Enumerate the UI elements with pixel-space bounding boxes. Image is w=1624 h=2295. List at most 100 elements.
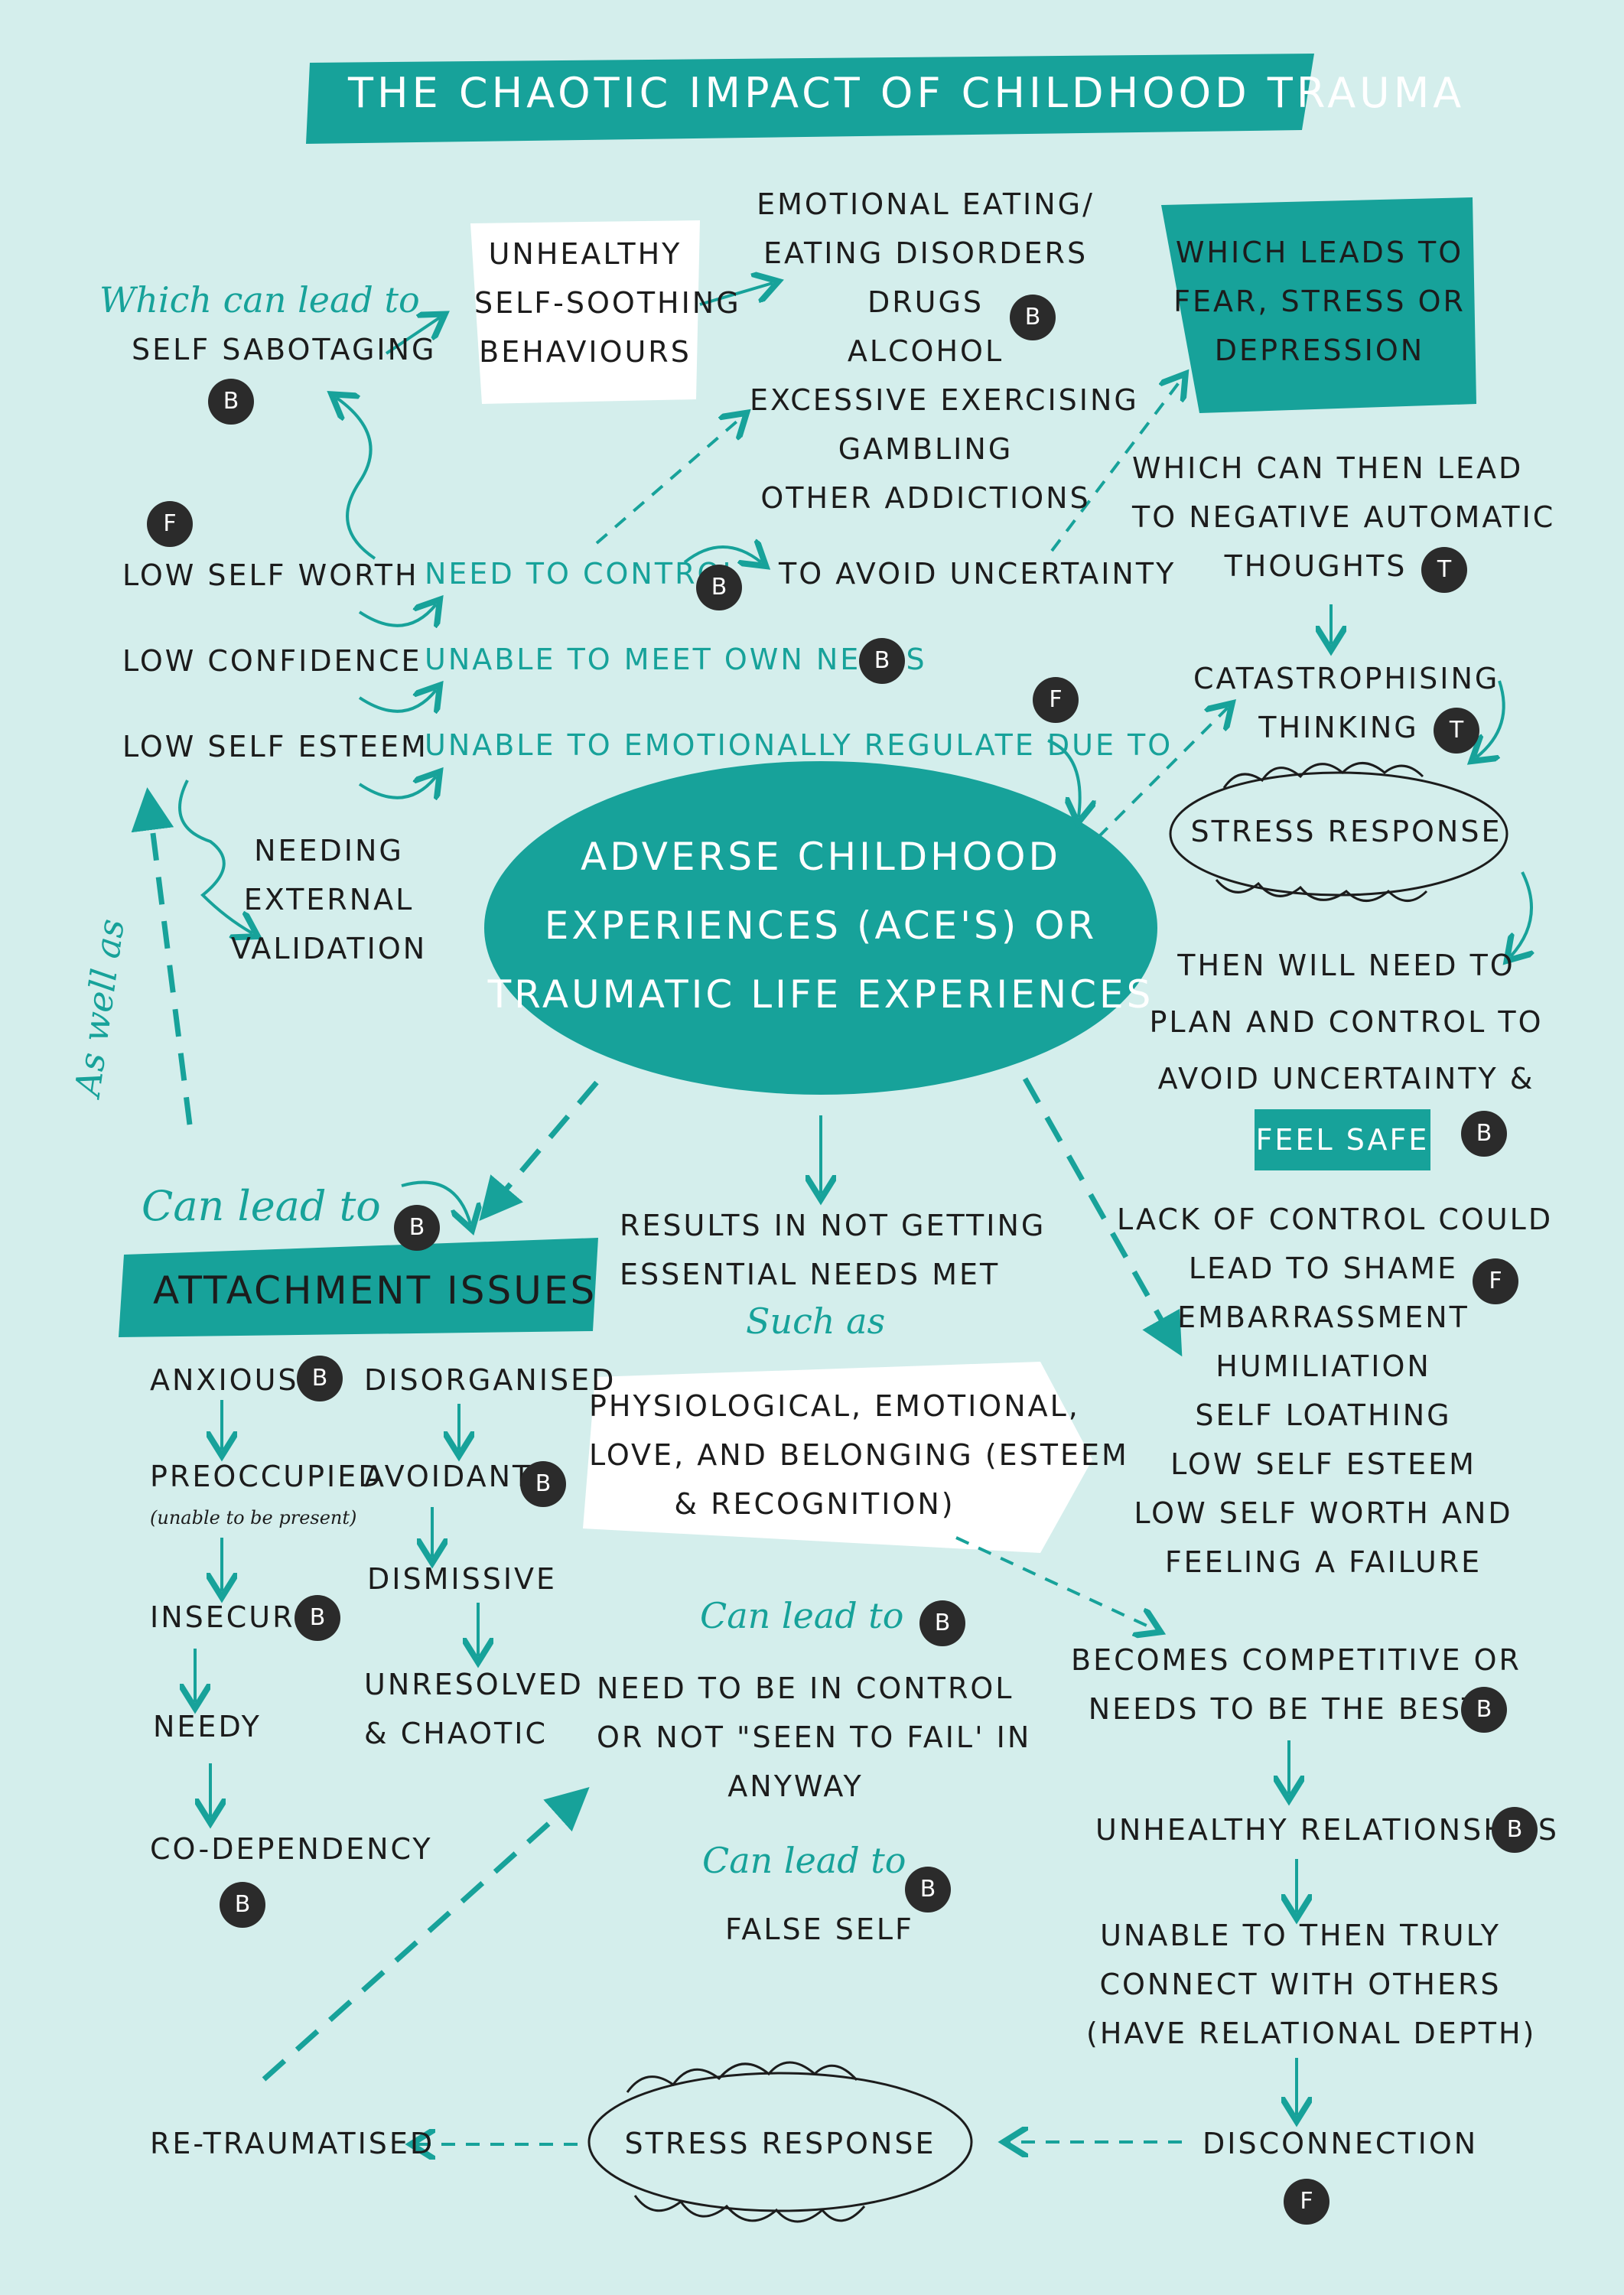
shame-item: LACK OF CONTROL COULD (1117, 1203, 1554, 1236)
self-soothing-line-2: SELF-SOOTHING (474, 286, 741, 320)
connect-line-3: (HAVE RELATIONAL DEPTH) (1086, 2017, 1537, 2050)
control-fail-line-3: ANYWAY (727, 1769, 864, 1803)
arrow-low-esteem (358, 776, 436, 798)
behaviour-item: GAMBLING (838, 432, 1014, 466)
shame-item: HUMILIATION (1216, 1349, 1431, 1383)
attach-disorganised: DISORGANISED (364, 1363, 617, 1397)
connect-line-1: UNABLE TO THEN TRULY (1100, 1919, 1501, 1952)
can-lead-to-label: Can lead to (702, 1840, 906, 1881)
badge-f: F (1284, 2179, 1329, 2225)
behaviour-item: DRUGS (867, 285, 984, 319)
attach-insecure: INSECURE (150, 1600, 316, 1634)
badge-t: T (1421, 547, 1467, 593)
badge-b: B (1461, 1687, 1507, 1733)
plan-line-2: PLAN AND CONTROL TO (1149, 1005, 1544, 1039)
center-line-3: TRAUMATIC LIFE EXPERIENCES (487, 972, 1154, 1017)
validation-line-2: EXTERNAL (243, 883, 415, 916)
arrow-can-lead-to-loop (401, 1180, 470, 1224)
thoughts-line-1: WHICH CAN THEN LEAD (1132, 451, 1524, 485)
attachment-banner (119, 1238, 598, 1337)
thoughts-line-3: THOUGHTS (1224, 549, 1408, 583)
control-fail-line-1: NEED TO BE IN CONTROL (597, 1672, 1014, 1705)
behaviour-item: EATING DISORDERS (763, 236, 1089, 270)
title-banner (306, 54, 1314, 144)
fear-box-line-3: DEPRESSION (1214, 334, 1425, 367)
needs-arrow-shape (583, 1362, 1092, 1553)
attach-dismissive: DISMISSIVE (367, 1562, 558, 1596)
self-soothing-line-1: UNHEALTHY (488, 237, 682, 271)
results-line-1: RESULTS IN NOT GETTING (620, 1209, 1046, 1242)
shame-item: LEAD TO SHAME (1188, 1252, 1459, 1285)
validation-line-1: NEEDING (254, 834, 404, 868)
shame-item: LOW SELF ESTEEM (1170, 1447, 1476, 1481)
attach-preoccupied-note: (unable to be present) (150, 1507, 357, 1528)
dashed-needs-to-competitive (955, 1536, 1155, 1629)
arrow-soothing-to-list (699, 283, 773, 306)
arrow-catastroph-to-cloud (1476, 680, 1505, 757)
attach-avoidant: AVOIDANT (364, 1460, 533, 1493)
dashed-ace-to-shame (1022, 1077, 1183, 1357)
attachment-can-lead-to: Can lead to (142, 1182, 381, 1230)
center-line-2: EXPERIENCES (ACE'S) OR (544, 903, 1098, 948)
control-fail-line-2: OR NOT "SEEN TO FAIL' IN (597, 1720, 1032, 1754)
central-ellipse (484, 761, 1157, 1095)
catastroph-line-2: THINKING (1258, 711, 1419, 744)
competitive-line-1: BECOMES COMPETITIVE OR (1071, 1643, 1521, 1677)
can-lead-to-label: Can lead to (700, 1595, 904, 1636)
arrow-low-worth (358, 604, 436, 626)
need-to-control-label: NEED TO CONTROL (425, 557, 741, 591)
attach-co-dependency: CO-DEPENDENCY (150, 1832, 433, 1866)
stress-response-bottom: STRESS RESPONSE (624, 2127, 936, 2160)
behaviour-item: ALCOHOL (847, 334, 1004, 368)
which-can-lead-to-label: Which can lead to (99, 279, 420, 321)
behaviour-item: OTHER ADDICTIONS (760, 481, 1091, 515)
stress-cloud-right (1169, 762, 1508, 902)
badge-b: B (905, 1867, 951, 1912)
shame-item: EMBARRASSMENT (1177, 1300, 1469, 1334)
attach-needy: NEEDY (153, 1710, 262, 1743)
badge-b: B (859, 638, 905, 684)
badge-b: B (297, 1356, 343, 1401)
disconnection-label: DISCONNECTION (1203, 2127, 1479, 2160)
center-line-1: ADVERSE CHILDHOOD (580, 835, 1061, 879)
shame-item: FEELING A FAILURE (1164, 1545, 1482, 1579)
fear-box-line-1: WHICH LEADS TO (1175, 236, 1464, 269)
badge-b: B (394, 1205, 440, 1251)
false-self-label: FALSE SELF (725, 1912, 914, 1946)
badge-f: F (1473, 1258, 1518, 1304)
self-soothing-line-3: BEHAVIOURS (479, 335, 692, 369)
unable-regulate-label: UNABLE TO EMOTIONALLY REGULATE DUE TO (425, 728, 1173, 762)
dashed-avoid-to-fear (1050, 379, 1182, 552)
self-sabotaging-label: SELF SABOTAGING (132, 333, 437, 366)
dashed-control-to-list (595, 417, 742, 545)
arrow-sabotage-to-soothing (385, 317, 440, 355)
arrow-cloud-to-plan (1511, 871, 1531, 956)
to-avoid-uncertainty-label: TO AVOID UNCERTAINTY (779, 557, 1177, 591)
arrow-regulate-to-ace (1047, 739, 1080, 817)
attachment-title: ATTACHMENT ISSUES (153, 1268, 597, 1313)
needs-line-1: PHYSIOLOGICAL, EMOTIONAL, (589, 1389, 1080, 1423)
arrow-validation-loop (178, 780, 252, 933)
badge-b: B (1492, 1807, 1538, 1853)
plan-line-1: THEN WILL NEED TO (1177, 949, 1515, 982)
dashed-aswellas-up (131, 787, 193, 1125)
competitive-line-2: NEEDS TO BE THE BEST (1088, 1692, 1482, 1726)
badge-b: B (208, 379, 254, 425)
trait-low-confidence: LOW CONFIDENCE (122, 644, 422, 678)
dashed-ace-to-catastroph (1096, 708, 1228, 839)
re-traumatised-label: RE-TRAUMATISED (150, 2127, 435, 2160)
badge-b: B (919, 1600, 965, 1646)
shame-item: LOW SELF WORTH AND (1134, 1496, 1513, 1530)
arrow-need-control-to-avoid (683, 547, 761, 562)
stress-cloud-bottom (587, 2061, 973, 2223)
arrow-low-confidence (358, 690, 436, 711)
attach-anxious: ANXIOUS (150, 1363, 299, 1397)
attach-preoccupied: PREOCCUPIED (150, 1460, 383, 1493)
fear-box-line-2: FEAR, STRESS OR (1173, 285, 1466, 318)
badge-b: B (220, 1882, 265, 1928)
self-soothing-box (470, 220, 700, 404)
plan-line-3: AVOID UNCERTAINTY & (1157, 1062, 1535, 1095)
badge-b: B (295, 1595, 340, 1641)
behaviour-item: EMOTIONAL EATING/ (757, 187, 1095, 221)
